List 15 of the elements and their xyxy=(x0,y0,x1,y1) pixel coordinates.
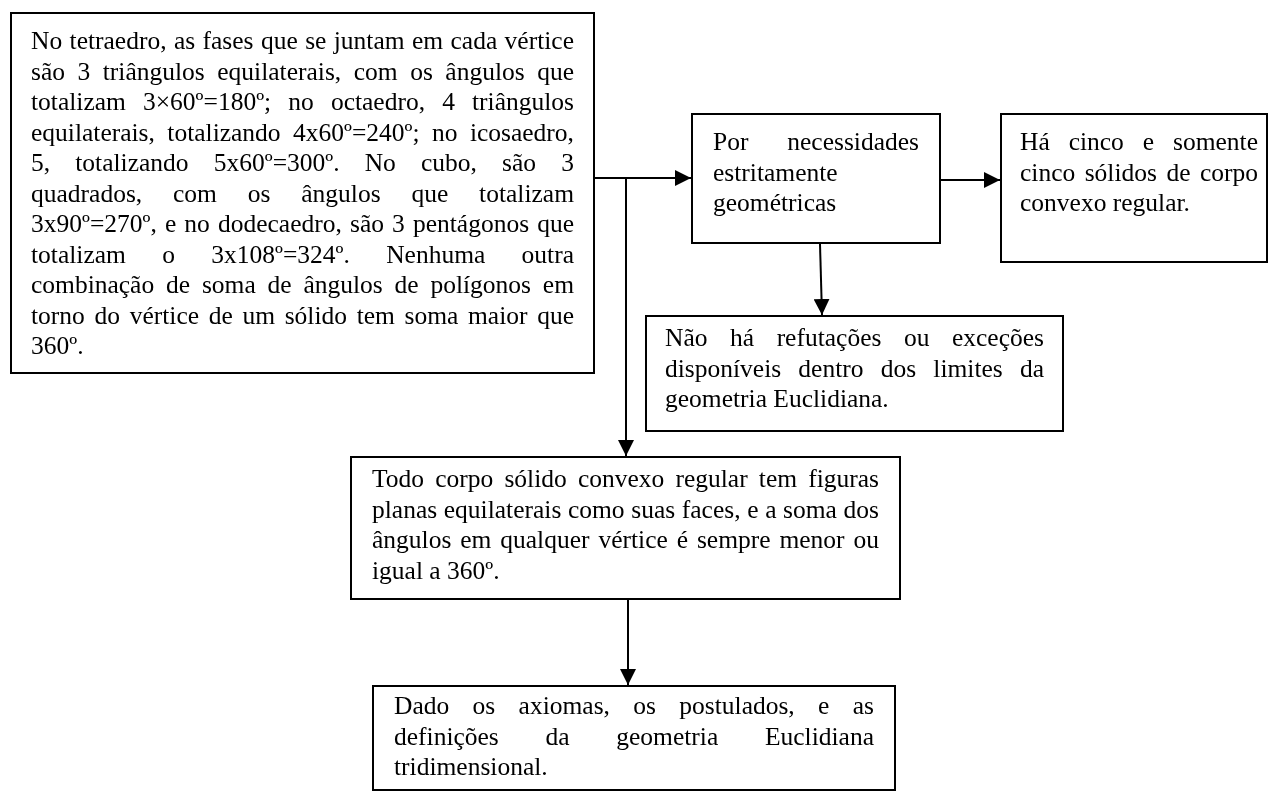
arrow xyxy=(813,243,830,316)
text-box xyxy=(1000,113,1268,263)
box-text: Dado os axiomas, os postulados, e as definições da geometria Euclidiana tridimensional. xyxy=(394,691,874,783)
box-text: Não há refutações ou exceções disponíveis dentro dos limites da geometria Euclidiana. xyxy=(665,323,1044,415)
box-text: No tetraedro, as fases que se juntam em cada vértice são 3 triângulos equilaterais, com os ângulos que totalizam 3×60º=180º; no octaedro, 4 triângulos equilaterais, totalizando 4x60º=240º; no icosaedro, 5, totalizando 5x60º=300º. No cubo, são 3 quadrados, com os ângulos que totalizam 3x90º=270º, e no dodecaedro, são 3 pentágonos que totalizam o 3x108º=324º. Nenhuma outra combinação de soma de ângulos de polígonos em torno do vértice de um sólido tem soma maior que 360º. xyxy=(31,26,574,362)
box-text: Por necessidades estritamente geométricas xyxy=(713,127,919,219)
text-box xyxy=(350,456,901,600)
text-box xyxy=(691,113,941,244)
box-text: Todo corpo sólido convexo regular tem figuras planas equilaterais como suas faces, e a soma dos ângulos em qualquer vértice é sempre menor ou igual a 360º. xyxy=(372,464,879,586)
text-box xyxy=(372,685,896,791)
arrow xyxy=(940,172,1001,188)
arrow xyxy=(620,599,636,686)
arrow xyxy=(594,177,634,457)
text-box xyxy=(645,315,1064,432)
box-text: Há cinco e somente cinco sólidos de corpo convexo regular. xyxy=(1020,127,1258,219)
